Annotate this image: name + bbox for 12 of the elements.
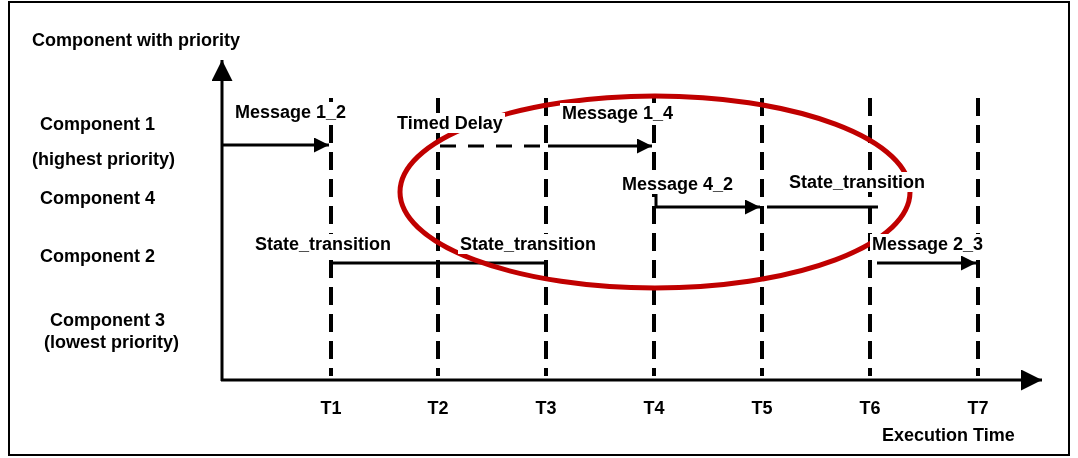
axis-title: Component with priority [30,30,242,50]
message-label: Message 1_2 [233,102,349,122]
message-label: Message 2_3 [870,234,986,254]
message-label: Message 4_2 [620,174,736,194]
component-label: Component 1 [38,114,157,134]
message-label: Message 1_4 [560,103,676,123]
priority-note: (lowest priority) [42,332,181,352]
component-label: Component 2 [38,246,157,266]
component-label: Component 3 [48,310,167,330]
component-label: Component 4 [38,188,157,208]
priority-note: (highest priority) [30,149,177,169]
delay-label: Timed Delay [395,113,505,133]
